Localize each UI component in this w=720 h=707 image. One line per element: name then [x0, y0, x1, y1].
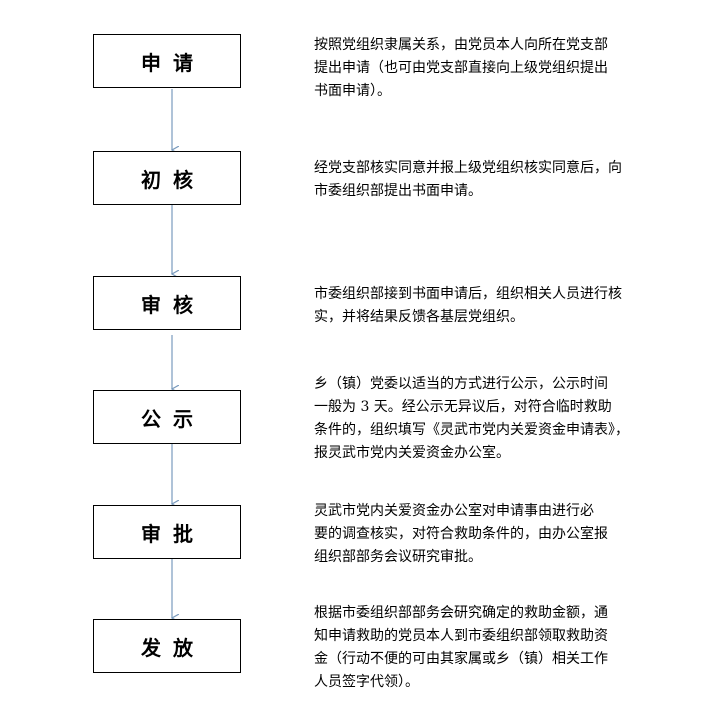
- step-box-initial-review: 初核: [93, 151, 241, 205]
- step-description-disbursement: 根据市委组织部部务会研究确定的救助金额，通 知申请救助的党员本人到市委组织部领取…: [314, 605, 608, 690]
- step-description-publicity: 乡（镇）党委以适当的方式进行公示，公示时间 一般为 3 天。经公示无异议后，对符…: [314, 376, 629, 461]
- step-description-initial-review: 经党支部核实同意并报上级党组织核实同意后，向 市委组织部提出书面申请。: [314, 160, 622, 199]
- step-box-apply: 申请: [93, 34, 241, 88]
- step-box-approval: 审批: [93, 505, 241, 559]
- step-box-publicity: 公示: [93, 390, 241, 444]
- step-description-approval: 灵武市党内关爱资金办公室对申请事由进行必 要的调查核实，对符合救助条件的，由办公…: [314, 503, 608, 565]
- step-box-disbursement: 发放: [93, 619, 241, 673]
- step-box-review: 审核: [93, 276, 241, 330]
- step-description-review: 市委组织部接到书面申请后，组织相关人员进行核 实，并将结果反馈各基层党组织。: [314, 286, 622, 325]
- step-description-apply: 按照党组织隶属关系，由党员本人向所在党支部 提出申请（也可由党支部直接向上级党组…: [314, 37, 608, 99]
